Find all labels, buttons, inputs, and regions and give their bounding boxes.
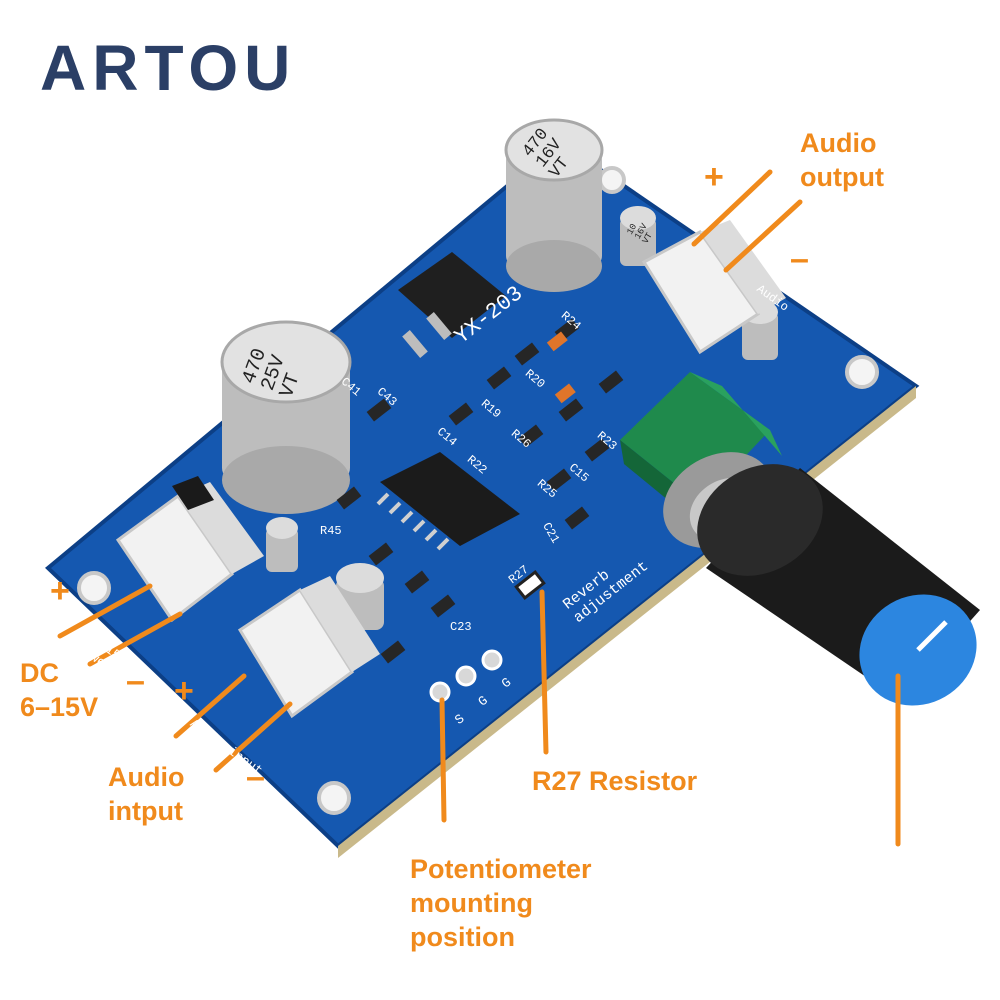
mounting-hole <box>77 571 111 605</box>
dc-line1: DC <box>20 658 59 688</box>
callout-lines <box>57 169 901 847</box>
audio-output-callout: Audio output <box>800 126 884 194</box>
brand-logo: ARTOU <box>40 32 297 104</box>
dc-line2: 6–15V <box>20 692 99 722</box>
r27-resistor <box>514 569 546 601</box>
audio-input-line2: intput <box>108 796 183 826</box>
voltage-regulator <box>398 252 506 338</box>
potentiometer-line1: Potentiometer <box>410 854 592 884</box>
knob <box>697 464 980 706</box>
audio-input-line1: Audio <box>108 762 185 792</box>
potentiometer-line3: position <box>410 922 515 952</box>
smd-components <box>336 318 624 664</box>
regulator-pin <box>426 312 452 340</box>
capacitor-small <box>620 206 656 266</box>
audio-output-line2: output <box>800 162 884 192</box>
connector-audio-output <box>641 220 786 355</box>
potentiometer-line2: mounting <box>410 888 533 918</box>
ref-label: C23 <box>450 620 472 634</box>
mounting-hole <box>598 166 626 194</box>
audio-input-plus: + <box>174 672 194 710</box>
smd-orange <box>546 331 568 352</box>
potentiometer-callout: Potentiometer mounting position <box>410 852 592 954</box>
regulator-pin <box>402 330 428 358</box>
smd-orange <box>554 383 576 404</box>
audio-output-line1: Audio <box>800 128 877 158</box>
capacitor-large-1 <box>504 118 604 292</box>
pin-header <box>429 649 503 703</box>
connector-power <box>115 476 264 623</box>
mounting-hole <box>317 781 351 815</box>
audio-output-plus: + <box>704 158 724 196</box>
audio-output-minus: – <box>790 240 809 278</box>
mounting-hole <box>845 355 879 389</box>
capacitor-large-2 <box>220 320 352 514</box>
ref-label: R45 <box>320 524 342 538</box>
dc-minus: – <box>126 662 145 700</box>
ic-chip <box>376 452 520 551</box>
audio-input-callout: Audio intput <box>108 760 184 828</box>
dc-callout: DC 6–15V <box>20 656 98 724</box>
capacitor-small <box>266 517 298 572</box>
audio-input-minus: – <box>246 758 265 796</box>
r27-resistor-callout: R27 Resistor <box>532 766 698 796</box>
connector-audio-input <box>237 576 380 719</box>
dc-plus: + <box>50 572 70 610</box>
